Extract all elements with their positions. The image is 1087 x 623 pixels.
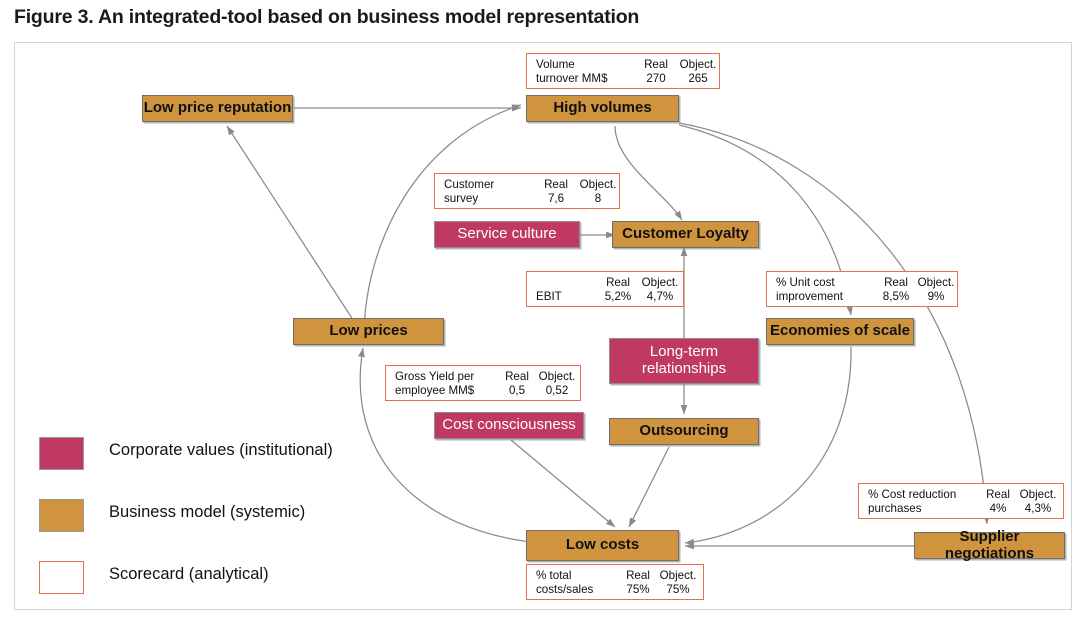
scorecard-label-line1: Customer	[444, 178, 495, 191]
node-label-line2: relationships	[641, 360, 727, 377]
scorecard-label-line1: % Cost reduction	[868, 488, 957, 501]
scorecard-object-header: Object.	[641, 276, 679, 289]
legend-label-scorecard: Scorecard (analytical)	[109, 565, 269, 583]
scorecard-real-value: 270	[646, 72, 666, 85]
scorecard-total-costs-sales: % total costs/sales Real Object. 75% 75%	[526, 564, 704, 600]
scorecard-object-header: Object.	[1019, 488, 1057, 501]
node-cost-consciousness[interactable]: Cost consciousness	[434, 412, 584, 439]
node-customer-loyalty[interactable]: Customer Loyalty	[612, 221, 759, 248]
diagram-canvas: Volume turnover MM$ Real Object. 270 265…	[14, 42, 1072, 610]
scorecard-label-line1: Volume	[536, 58, 575, 71]
scorecard-object-header: Object.	[659, 569, 697, 582]
node-label-line1: Long-term	[649, 343, 719, 361]
scorecard-gross-yield: Gross Yield per employee MM$ Real Object…	[385, 365, 581, 401]
scorecard-object-value: 75%	[666, 583, 690, 596]
scorecard-real-header: Real	[544, 178, 568, 191]
scorecard-object-value: 4,3%	[1024, 502, 1052, 515]
edge-lowprices-to-volumes	[363, 104, 522, 331]
node-economies-of-scale[interactable]: Economies of scale	[766, 318, 914, 345]
scorecard-real-header: Real	[505, 370, 529, 383]
scorecard-real-header: Real	[606, 276, 630, 289]
node-high-volumes[interactable]: High volumes	[526, 95, 679, 122]
node-low-costs[interactable]: Low costs	[526, 530, 679, 561]
scorecard-real-value: 75%	[626, 583, 650, 596]
page-title: Figure 3. An integrated-tool based on bu…	[14, 6, 640, 28]
legend-swatch-scorecard	[39, 561, 84, 594]
node-outsourcing[interactable]: Outsourcing	[609, 418, 759, 445]
scorecard-object-header: Object.	[579, 178, 617, 191]
scorecard-label-line1: Gross Yield per	[395, 370, 475, 383]
scorecard-real-value: 4%	[989, 502, 1007, 515]
scorecard-label-line2: costs/sales	[536, 583, 594, 596]
scorecard-label-line2: purchases	[868, 502, 922, 515]
scorecard-real-header: Real	[644, 58, 668, 71]
scorecard-label-line1: % total	[536, 569, 572, 582]
scorecard-label-line1: % Unit cost	[776, 276, 835, 289]
scorecard-object-value: 0,52	[545, 384, 569, 397]
scorecard-ebit: EBIT Real Object. 5,2% 4,7%	[526, 271, 684, 307]
scorecard-customer-survey: Customer survey Real Object. 7,6 8	[434, 173, 620, 209]
node-low-price-reputation[interactable]: Low price reputation	[142, 95, 293, 122]
edge-outsourcing-to-lowcosts	[628, 446, 670, 528]
scorecard-label-line2: turnover MM$	[536, 72, 608, 85]
scorecard-real-value: 0,5	[508, 384, 526, 397]
scorecard-cost-reduction-purchases: % Cost reduction purchases Real Object. …	[858, 483, 1064, 519]
scorecard-object-value: 4,7%	[646, 290, 674, 303]
edge-volumes-to-loyalty	[614, 125, 683, 221]
scorecard-real-value: 8,5%	[882, 290, 910, 303]
scorecard-real-value: 7,6	[547, 192, 565, 205]
edge-layer	[226, 104, 990, 550]
scorecard-label-line2: EBIT	[536, 290, 562, 303]
scorecard-object-value: 265	[688, 72, 708, 85]
scorecard-object-header: Object.	[538, 370, 576, 383]
scorecard-object-value: 8	[594, 192, 602, 205]
node-supplier-negotiations[interactable]: Supplier negotiations	[914, 528, 1065, 561]
node-long-term-relationships[interactable]: Long-term relationships	[609, 338, 759, 384]
scorecard-unit-cost-improvement: % Unit cost improvement Real Object. 8,5…	[766, 271, 958, 307]
legend-label-business-model: Business model (systemic)	[109, 503, 306, 521]
edge-costconsciousness-to-lowcosts	[510, 439, 616, 528]
legend-swatch-business-model	[39, 499, 84, 532]
node-service-culture[interactable]: Service culture	[434, 221, 580, 248]
scorecard-label-line2: employee MM$	[395, 384, 475, 397]
scorecard-object-value: 9%	[927, 290, 945, 303]
scorecard-volume-turnover: Volume turnover MM$ Real Object. 270 265	[526, 53, 720, 89]
scorecard-label-line2: improvement	[776, 290, 844, 303]
scorecard-label-line2: survey	[444, 192, 479, 205]
scorecard-object-header: Object.	[917, 276, 955, 289]
node-low-prices[interactable]: Low prices	[293, 318, 444, 345]
legend-swatch-corporate-values	[39, 437, 84, 470]
legend-label-corporate-values: Corporate values (institutional)	[109, 441, 333, 459]
scorecard-real-header: Real	[986, 488, 1010, 501]
edge-lowprices-to-reputation	[226, 125, 360, 330]
scorecard-real-header: Real	[626, 569, 650, 582]
scorecard-object-header: Object.	[679, 58, 717, 71]
scorecard-real-header: Real	[884, 276, 908, 289]
scorecard-real-value: 5,2%	[604, 290, 632, 303]
